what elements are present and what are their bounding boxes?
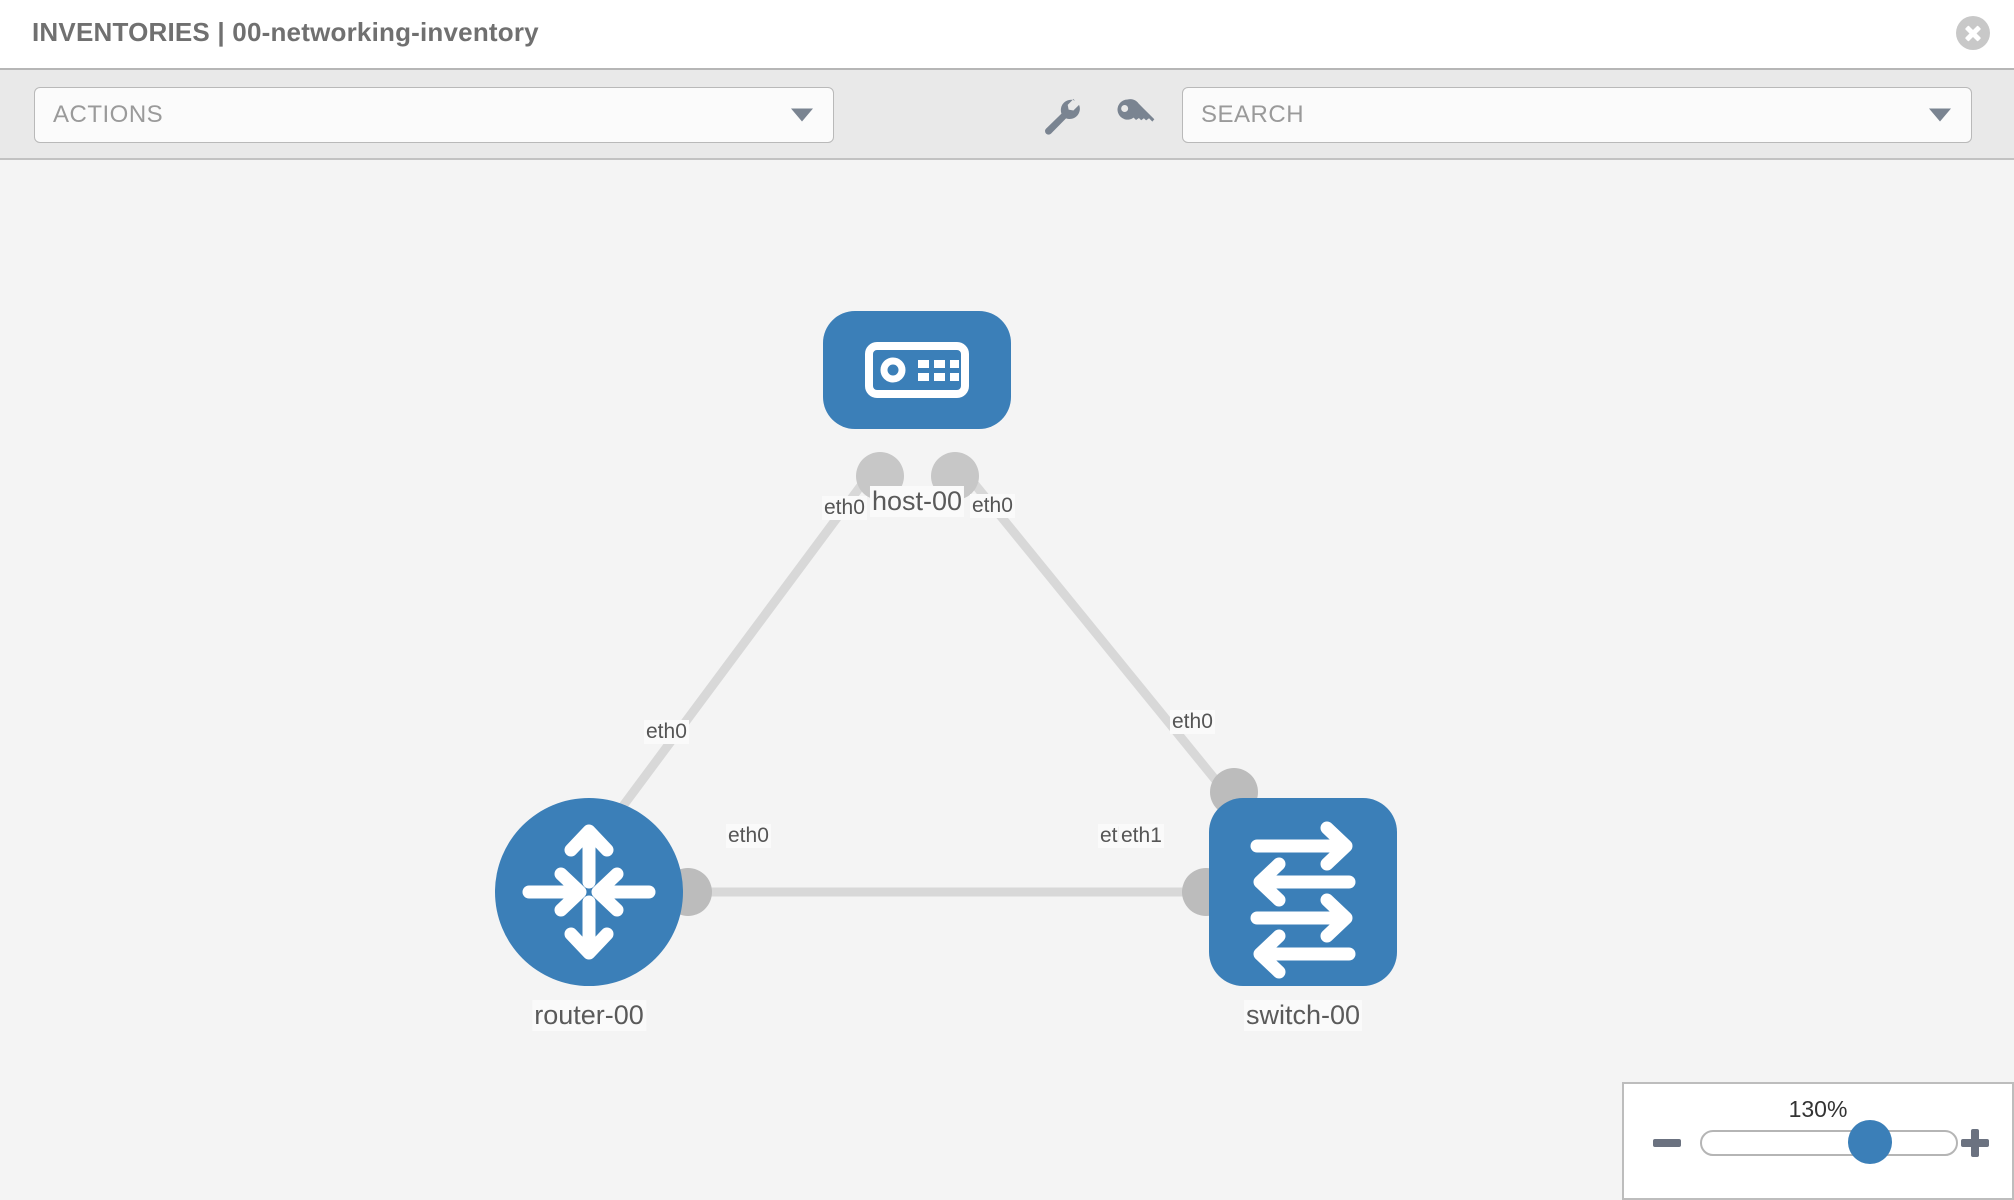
- actions-dropdown-label: ACTIONS: [53, 101, 164, 128]
- node-label-switch-00: switch-00: [1243, 1000, 1363, 1031]
- node-host-00-shape[interactable]: [823, 311, 1011, 429]
- search-dropdown[interactable]: SEARCH: [1182, 87, 1972, 143]
- node-switch-00[interactable]: [1209, 798, 1397, 986]
- close-icon[interactable]: [1956, 16, 1990, 50]
- zoom-out-button[interactable]: [1650, 1126, 1684, 1160]
- zoom-level-value: 130%: [1788, 1096, 1848, 1122]
- edge-label-router-up: eth0: [644, 720, 689, 744]
- node-host-00[interactable]: [823, 311, 1011, 429]
- actions-dropdown[interactable]: ACTIONS: [34, 87, 834, 143]
- node-router-00[interactable]: [495, 798, 683, 986]
- chevron-down-icon: [1929, 108, 1951, 122]
- edge-label-router-right: eth0: [726, 824, 771, 848]
- zoom-control-panel: 130%: [1622, 1082, 2014, 1200]
- edge-label-host-left: eth0: [822, 496, 867, 520]
- node-label-host-00: host-00: [869, 486, 965, 517]
- edge-label-host-right: eth0: [970, 494, 1015, 518]
- router-icon: [522, 824, 656, 960]
- node-router-00-shape[interactable]: [495, 798, 683, 986]
- page-title: INVENTORIES | 00-networking-inventory: [32, 17, 539, 47]
- topology-graph: [495, 311, 1397, 986]
- wrench-icon-svg: [1045, 99, 1080, 135]
- zoom-slider-thumb[interactable]: [1848, 1120, 1892, 1164]
- switch-icon: [1250, 821, 1356, 979]
- key-icon-svg: [1117, 99, 1155, 122]
- server-icon: [865, 342, 969, 398]
- wrench-icon[interactable]: [1038, 94, 1082, 138]
- edge-label-switch-up: eth0: [1170, 710, 1215, 734]
- page-header: INVENTORIES | 00-networking-inventory: [0, 0, 2014, 70]
- node-label-router-00: router-00: [532, 1000, 646, 1031]
- edge-host-switch[interactable]: [951, 457, 1244, 813]
- zoom-in-button[interactable]: [1958, 1126, 1992, 1160]
- search-input-placeholder: SEARCH: [1201, 101, 1305, 128]
- chevron-down-icon: [791, 108, 813, 122]
- key-icon[interactable]: [1112, 94, 1156, 138]
- topology-canvas[interactable]: eth0 eth0 eth0 eth0 eth0 eth0 eth1 host-…: [0, 160, 2014, 1200]
- edge-label-switch-left-b: eth1: [1119, 824, 1164, 848]
- toolbar: ACTIONS SEARCH: [0, 70, 2014, 160]
- zoom-slider-track[interactable]: [1700, 1130, 1958, 1156]
